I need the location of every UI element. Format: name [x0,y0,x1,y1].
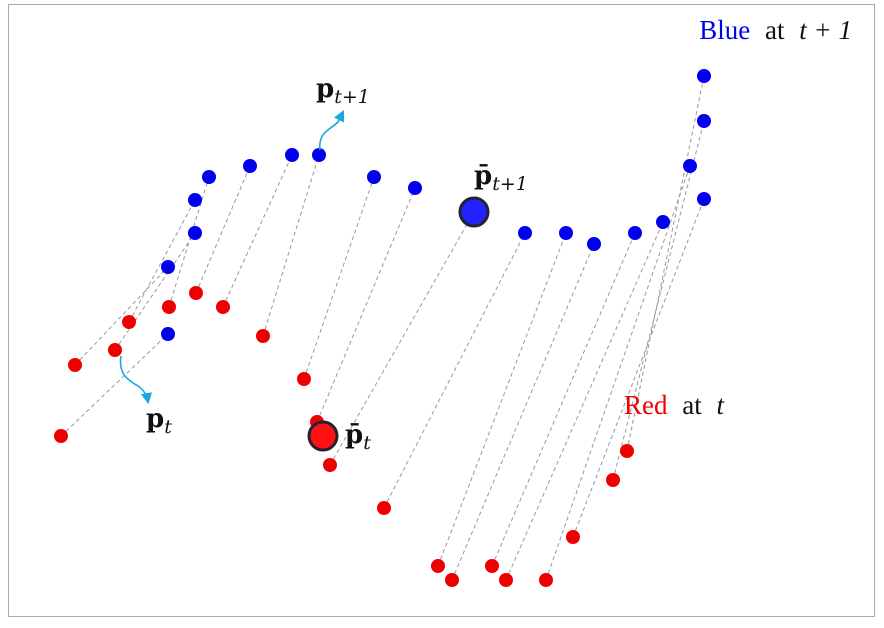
blue-legend-suffix: at [765,15,785,45]
pbar-next-subscript: t+1 [492,173,528,195]
p-next-subscript: t+1 [334,86,370,108]
correspondence-link [383,232,526,509]
correspondence-link [60,333,169,437]
p-next-label: pt+1 [316,74,370,108]
correspondence-link [437,232,567,567]
red-point [256,329,270,343]
blue-centroid-point [458,196,490,228]
blue-point [202,170,216,184]
pbar-next-symbol: p̄ [474,161,492,191]
blue-point [285,148,299,162]
p-next-symbol: p [316,74,334,104]
correspondence-link [316,187,416,423]
blue-point [188,226,202,240]
red-point [485,559,499,573]
p-now-symbol: p [146,404,164,434]
red-legend-word: Red [624,390,668,420]
red-point [162,300,176,314]
red-point [108,343,122,357]
blue-legend-label: Blue at t + 1 [699,15,852,45]
red-point [566,530,580,544]
red-legend-math: t [717,390,726,420]
blue-point [243,159,257,173]
blue-point [587,237,601,251]
red-point [499,573,513,587]
red-point [68,358,82,372]
p-now-subscript: t [164,416,172,438]
correspondence-link [572,198,705,538]
correspondence-link [451,243,595,581]
red-point [620,444,634,458]
blue-point [559,226,573,240]
blue-point [518,226,532,240]
red-legend-suffix: at [682,390,702,420]
pbar-now-symbol: p̄ [345,420,363,450]
pbar-next-label: p̄t+1 [474,161,528,195]
blue-point [367,170,381,184]
blue-legend-math: t + 1 [799,15,852,45]
figure-frame [8,4,875,617]
red-point [216,300,230,314]
red-point [189,286,203,300]
pbar-now-subscript: t [363,432,371,454]
blue-point [697,69,711,83]
red-point [539,573,553,587]
correspondence-link [303,176,375,380]
red-point [54,429,68,443]
correspondence-link [195,165,251,294]
correspondence-link [128,199,196,323]
blue-point [697,192,711,206]
red-point [122,315,136,329]
correspondence-link [74,266,169,366]
correspondence-link [168,176,210,308]
correspondence-link [545,165,691,581]
blue-point [161,260,175,274]
blue-point [161,327,175,341]
red-legend-label: Red at t [624,390,726,420]
red-centroid-point [307,420,339,452]
red-point [431,559,445,573]
blue-point [656,215,670,229]
red-points [54,286,634,587]
blue-point [188,193,202,207]
arrow-to-p-next [319,109,345,151]
red-point [377,501,391,515]
blue-legend-word: Blue [699,15,750,45]
correspondence-link [262,154,320,337]
red-point [323,458,337,472]
correspondence-link [114,232,196,351]
blue-point [628,226,642,240]
blue-point [312,148,326,162]
blue-point [408,181,422,195]
blue-point [697,114,711,128]
red-point [297,372,311,386]
correspondence-link [612,120,705,481]
correspondence-link [626,75,705,452]
red-point [606,473,620,487]
blue-points [161,69,711,341]
correspondence-link [491,232,636,567]
correspondence-link [505,221,664,581]
blue-point [683,159,697,173]
red-point [445,573,459,587]
p-now-label: pt [146,404,172,438]
arrow-to-p-now [119,355,153,405]
pbar-now-label: p̄t [345,420,371,454]
correspondence-links [60,75,705,581]
